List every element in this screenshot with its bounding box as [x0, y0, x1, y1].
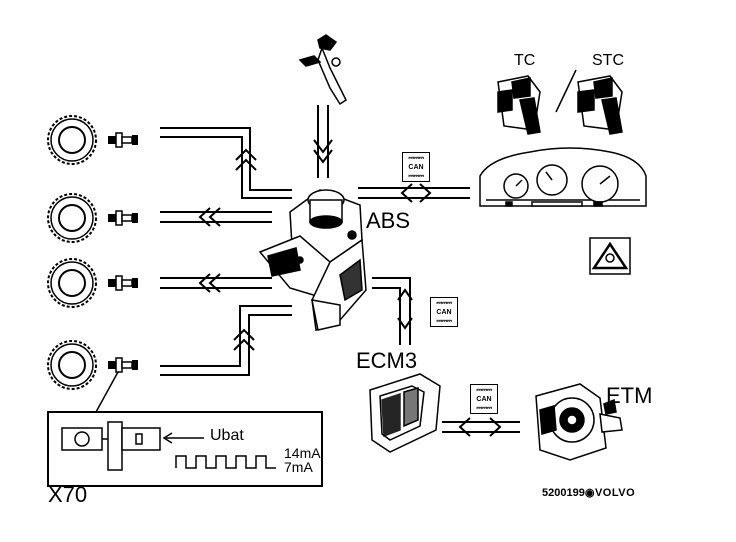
separator-slash — [555, 69, 577, 113]
ecm-module — [369, 373, 441, 453]
can-tag-label: CAN — [436, 309, 452, 316]
can-tag-top: ⎓⎓⎓ — [436, 300, 452, 307]
wheel-sensor-icon — [47, 115, 97, 165]
instrument-cluster-icon — [479, 147, 647, 207]
can-bus-tag: ⎓⎓⎓ CAN ⎓⎓⎓ — [430, 297, 458, 327]
wheel-sensor-icon — [47, 340, 97, 390]
can-bus-tag: ⎓⎓⎓ CAN ⎓⎓⎓ — [470, 384, 498, 414]
tc-label: TC — [514, 52, 536, 69]
abs-label: ABS — [366, 208, 411, 233]
can-tag-bottom: ⎓⎓⎓ — [408, 173, 424, 180]
wheel-sensor-icon — [47, 193, 97, 243]
can-tag-label: CAN — [476, 396, 492, 403]
stc-label: STC — [592, 52, 624, 69]
brake-pedal — [298, 34, 347, 106]
sensor-probe-icon — [107, 210, 139, 226]
wheel-sensor-rear-left — [47, 258, 139, 308]
current-high-label: 14mA — [284, 445, 321, 461]
ubat-label: Ubat — [210, 427, 244, 444]
etm-module — [535, 383, 623, 461]
abs-unit — [258, 189, 367, 332]
wheel-sensor-front-left — [47, 115, 139, 165]
switch-icon — [577, 75, 623, 135]
sensor-probe-icon — [107, 132, 139, 148]
can-tag-bottom: ⎓⎓⎓ — [436, 318, 452, 325]
x70-detail — [47, 411, 323, 487]
connector-label: X70 — [48, 482, 88, 507]
can-tag-bottom: ⎓⎓⎓ — [476, 405, 492, 412]
wheel-sensor-icon — [47, 258, 97, 308]
warning-lamp — [589, 237, 631, 275]
stc-switch — [577, 75, 623, 135]
wheel-sensor-rear-right — [47, 340, 139, 390]
can-tag-top: ⎓⎓⎓ — [476, 387, 492, 394]
sensor-probe-icon — [107, 275, 139, 291]
tc-switch — [497, 75, 541, 135]
ecm-label: ECM3 — [356, 348, 418, 373]
switch-icon — [497, 75, 541, 135]
can-tag-label: CAN — [408, 164, 424, 171]
figure-id: 5200199 — [542, 487, 585, 499]
brake-pedal-icon — [317, 34, 338, 51]
wheel-sensor-front-right — [47, 193, 139, 243]
brand-name: VOLVO — [594, 487, 636, 499]
figure-footer: 5200199◉VOLVO — [542, 488, 635, 499]
throttle-module-icon — [535, 383, 623, 461]
can-tag-top: ⎓⎓⎓ — [408, 155, 424, 162]
instrument-cluster — [479, 147, 647, 207]
current-low-label: 7mA — [284, 459, 313, 475]
ecm-icon — [369, 373, 441, 453]
brand-logo: ◉VOLVO — [584, 487, 636, 499]
can-bus-tag: ⎓⎓⎓ CAN ⎓⎓⎓ — [402, 152, 430, 182]
signal-paths — [95, 105, 520, 437]
warning-triangle-icon — [591, 241, 629, 270]
abs-unit-icon — [258, 189, 367, 332]
sensor-probe-icon — [107, 357, 139, 373]
etm-label: ETM — [606, 383, 653, 408]
